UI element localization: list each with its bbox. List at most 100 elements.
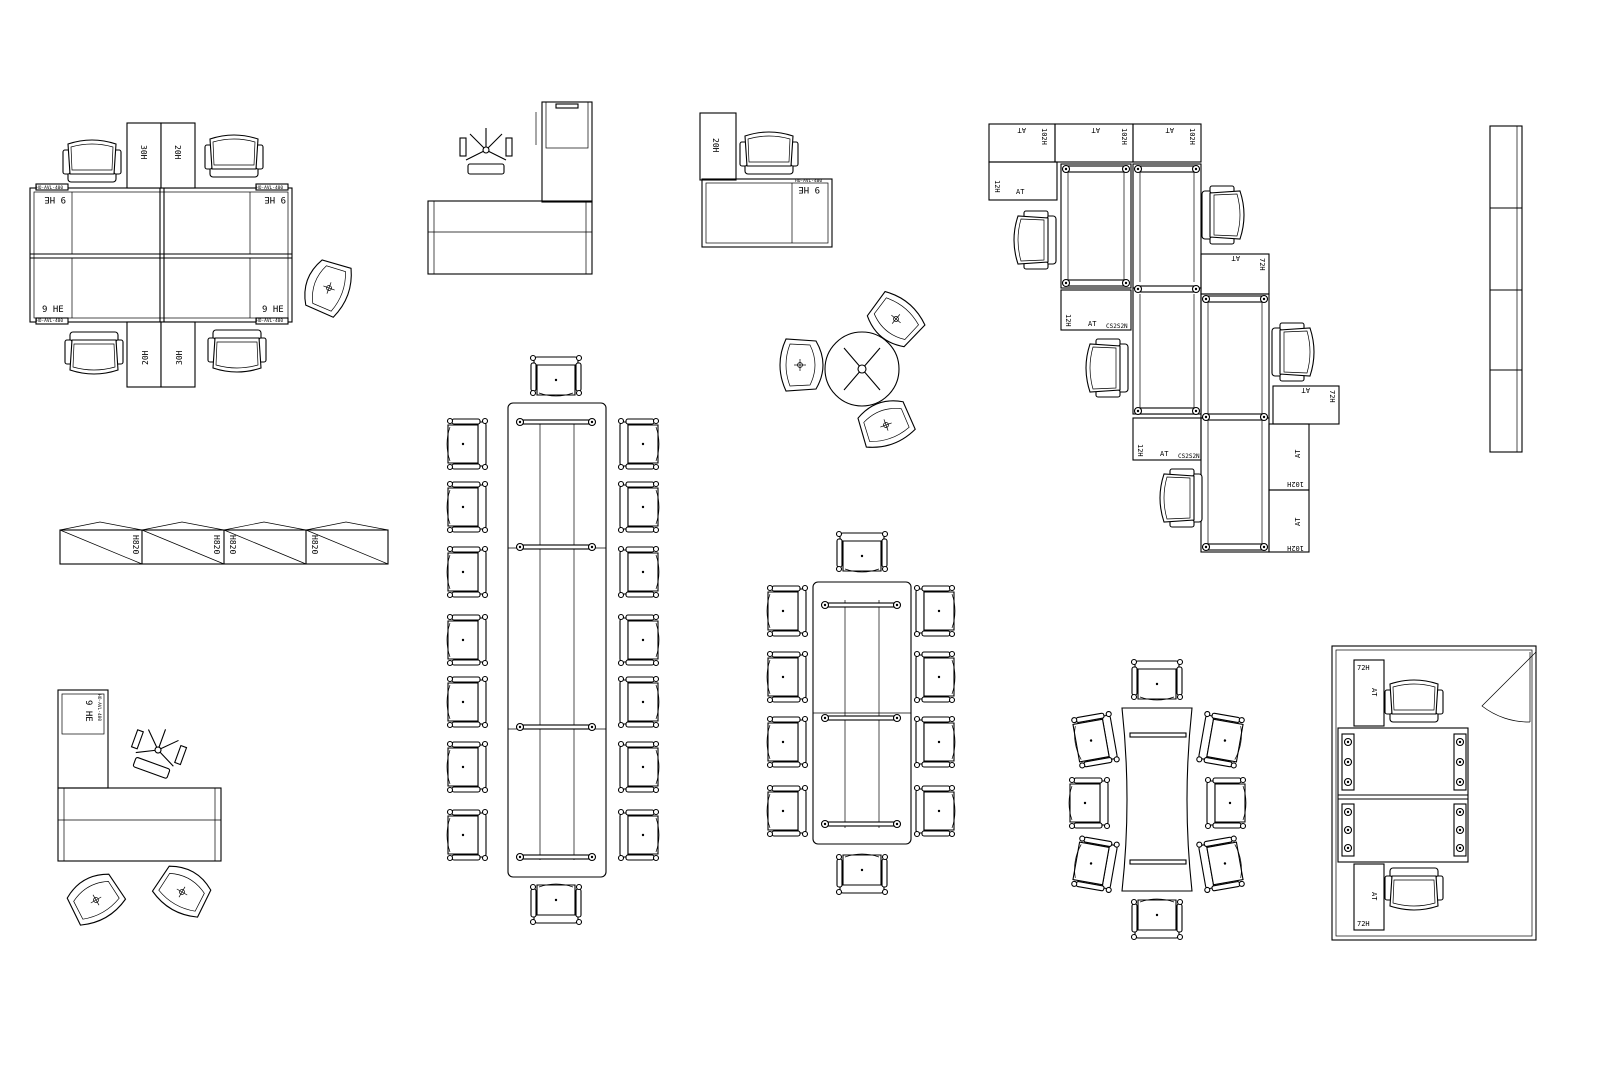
storage-label: 102H xyxy=(1120,128,1128,145)
pedestal-label: 30H xyxy=(139,145,148,160)
storage-label: AT xyxy=(1294,449,1302,458)
workstation-system: AT AT AT 102H 102H 102H AT 12H xyxy=(988,123,1340,553)
storage-label: AT xyxy=(1294,517,1302,526)
conference-chair xyxy=(529,354,583,397)
storage-label: CS2S2N xyxy=(1106,323,1128,330)
equipment-tag: HO-AVL-400 xyxy=(795,178,822,184)
task-chair xyxy=(1384,867,1444,911)
desk-label: 9 HE xyxy=(42,305,64,315)
task-chair xyxy=(1271,322,1315,382)
conference-chair xyxy=(446,545,489,599)
desk-label: 9 HE xyxy=(83,700,93,722)
workstation-cluster-4: 30H 20H 20H 30H 9 HE 9 HE 9 HE 9 HE HO-A… xyxy=(29,122,358,388)
conference-chair xyxy=(617,545,660,599)
equipment-tag: HO-AVL-400 xyxy=(96,694,102,721)
storage-label: 12H xyxy=(1064,314,1072,327)
panel-label: H820 xyxy=(212,535,221,554)
conference-chair xyxy=(446,480,489,534)
storage-label: AT xyxy=(1301,386,1310,394)
conference-chair xyxy=(766,784,809,838)
pedestal-label: 30H xyxy=(175,350,184,365)
conference-chair xyxy=(766,650,809,704)
equipment-tag: HO-AVL-400 xyxy=(36,318,63,324)
conference-chair xyxy=(617,417,660,471)
task-chair xyxy=(739,131,799,175)
task-chair xyxy=(1201,185,1245,245)
medium-conference-table xyxy=(766,530,956,896)
storage-label: AT xyxy=(1091,126,1100,134)
conference-chair xyxy=(1204,776,1247,830)
conference-chair xyxy=(913,584,956,638)
task-chair xyxy=(204,134,264,178)
pedestal-label: 20H xyxy=(173,145,182,160)
storage-label: AT xyxy=(1017,126,1026,134)
storage-column xyxy=(1489,125,1523,453)
storage-label: AT xyxy=(1160,450,1169,458)
conference-chair xyxy=(835,853,889,896)
desk-label: 9 HE xyxy=(798,184,820,194)
conference-chair xyxy=(913,784,956,838)
storage-label: AT xyxy=(1370,892,1378,901)
panel-label: H820 xyxy=(310,535,319,554)
storage-label: 12H xyxy=(1136,444,1144,457)
conference-chair xyxy=(617,613,660,667)
storage-label: 72H xyxy=(1258,258,1266,271)
task-chair xyxy=(1159,468,1203,528)
conference-chair xyxy=(1070,710,1121,769)
task-chair xyxy=(1013,210,1057,270)
panel-label: H820 xyxy=(228,535,237,554)
storage-label: 102H xyxy=(1287,544,1304,552)
l-shaped-desk xyxy=(427,101,593,275)
boat-conference-table xyxy=(1068,658,1247,941)
conference-chair xyxy=(1070,835,1121,894)
conference-chair xyxy=(617,675,660,729)
swivel-chair xyxy=(459,127,513,175)
task-chair xyxy=(62,139,122,183)
conference-chair xyxy=(446,740,489,794)
conference-chair xyxy=(617,740,660,794)
task-chair xyxy=(1384,679,1444,723)
storage-label: CS2S2N xyxy=(1178,453,1200,460)
equipment-tag: HO-AVL-400 xyxy=(256,318,283,324)
task-chair xyxy=(64,331,124,375)
storage-label: AT xyxy=(1231,254,1240,262)
conference-chair xyxy=(1068,776,1111,830)
conference-chair xyxy=(766,715,809,769)
storage-label: AT xyxy=(1370,688,1378,697)
conference-chair xyxy=(446,613,489,667)
storage-label: AT xyxy=(1016,188,1025,196)
task-chair xyxy=(1085,338,1129,398)
conference-chair xyxy=(1130,658,1184,701)
lounge-chair xyxy=(779,338,824,392)
lounge-chair xyxy=(297,255,358,320)
storage-label: 102H xyxy=(1287,480,1304,488)
desk-label: 9 HE xyxy=(262,305,284,315)
bench-panels: H820 H820 H820 H820 xyxy=(59,521,389,565)
storage-label: AT xyxy=(1165,126,1174,134)
conference-chair xyxy=(1130,898,1184,941)
lounge-chair xyxy=(853,393,918,454)
round-table-group xyxy=(779,286,930,454)
conference-chair xyxy=(617,808,660,862)
conference-chair xyxy=(835,530,889,573)
storage-label: 72H xyxy=(1357,664,1370,672)
conference-chair xyxy=(529,883,583,926)
conference-chair xyxy=(446,417,489,471)
conference-chair xyxy=(446,808,489,862)
pedestal-label: 20H xyxy=(141,350,150,365)
small-desk: 20H 9 HE HO-AVL-400 xyxy=(699,112,833,248)
private-office: 72H AT 72H AT xyxy=(1331,645,1537,941)
conference-chair xyxy=(446,675,489,729)
pedestal-label: 20H xyxy=(711,138,720,153)
conference-chair xyxy=(913,715,956,769)
executive-l-desk: 9 HE HO-AVL-400 xyxy=(57,689,222,931)
storage-label: 72H xyxy=(1357,920,1370,928)
panel-label: H820 xyxy=(131,535,140,554)
storage-label: 12H xyxy=(993,180,1001,193)
storage-label: 102H xyxy=(1188,128,1196,145)
equipment-tag: HO-AVL-400 xyxy=(36,185,63,191)
long-conference-table xyxy=(446,354,660,926)
storage-label: AT xyxy=(1088,320,1097,328)
